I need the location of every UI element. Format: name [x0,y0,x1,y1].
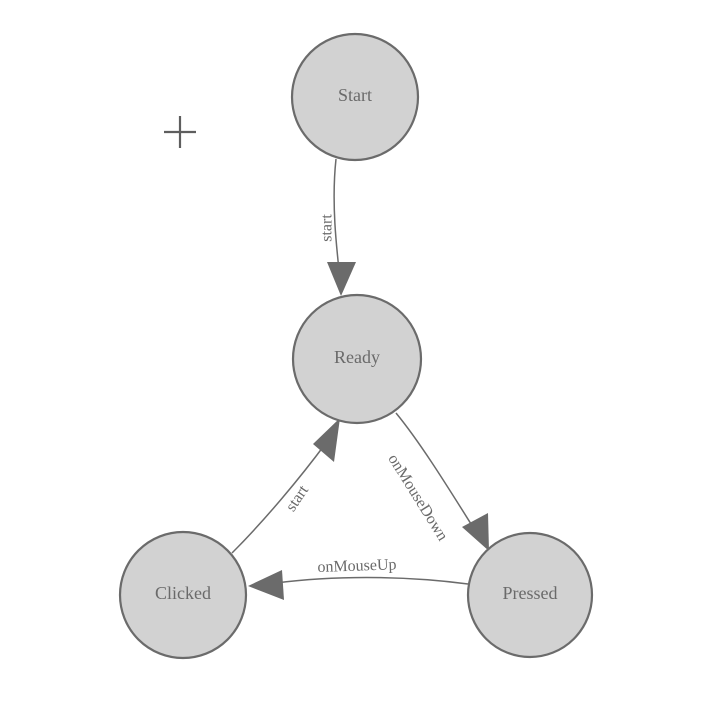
edge-label-clicked-to-ready: start [283,482,313,515]
edge-pressed-to-clicked[interactable]: onMouseUp [248,556,469,600]
edge-pressed-to-clicked-path[interactable] [275,576,469,585]
node-clicked-circle[interactable] [118,530,248,660]
crosshair-icon [164,116,196,148]
node-ready-circle[interactable] [291,293,423,425]
edge-start-to-ready[interactable]: start [319,158,356,296]
edge-clicked-to-ready[interactable]: start [231,418,340,554]
edge-ready-to-pressed-arrowhead [462,513,489,551]
node-start-circle[interactable] [290,32,420,162]
edge-label-start-to-ready: start [319,214,336,242]
node-start-label: Start [338,85,372,105]
node-pressed-label: Pressed [503,583,558,603]
edge-label-pressed-to-clicked: onMouseUp [317,556,397,576]
node-pressed-circle[interactable] [466,531,594,659]
node-ready[interactable]: Ready [291,293,423,425]
node-clicked-label: Clicked [155,583,211,603]
edge-label-ready-to-pressed: onMouseDown [384,451,451,544]
edge-start-to-ready-arrowhead [327,262,356,296]
node-ready-label: Ready [334,347,380,367]
edge-ready-to-pressed[interactable]: onMouseDown [384,412,489,551]
edge-clicked-to-ready-arrowhead [313,418,340,462]
node-start[interactable]: Start [290,32,420,162]
edge-clicked-to-ready-path[interactable] [231,442,327,554]
node-pressed[interactable]: Pressed [466,531,594,659]
node-clicked[interactable]: Clicked [118,530,248,660]
edge-pressed-to-clicked-arrowhead [248,570,284,600]
